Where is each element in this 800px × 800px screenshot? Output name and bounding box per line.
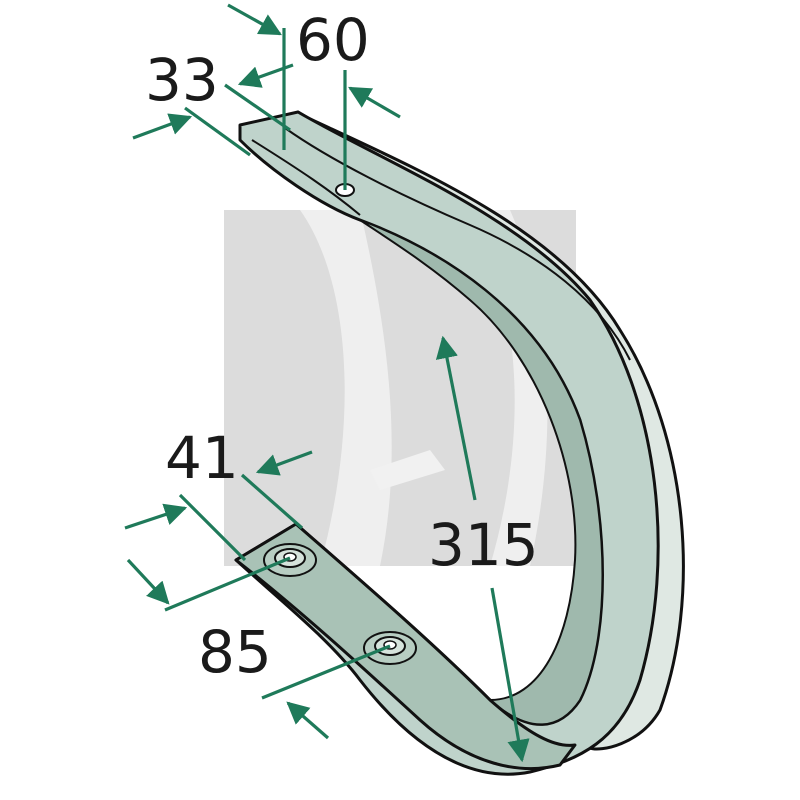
dimension-label-33: 33 <box>145 46 219 114</box>
dimension-label-315: 315 <box>428 511 539 579</box>
bottom-hole-2 <box>363 631 417 665</box>
dimension-bottom-width: 41 <box>124 424 313 562</box>
dimension-hole-offset: 60 <box>227 3 401 190</box>
dimension-label-85: 85 <box>198 618 272 686</box>
dimension-label-41: 41 <box>165 424 239 492</box>
dimension-hole-spacing: 85 <box>126 556 391 740</box>
bottom-hole-1 <box>263 543 317 577</box>
dimension-overall-length: 315 <box>428 335 539 763</box>
dimension-label-60: 60 <box>296 6 370 74</box>
